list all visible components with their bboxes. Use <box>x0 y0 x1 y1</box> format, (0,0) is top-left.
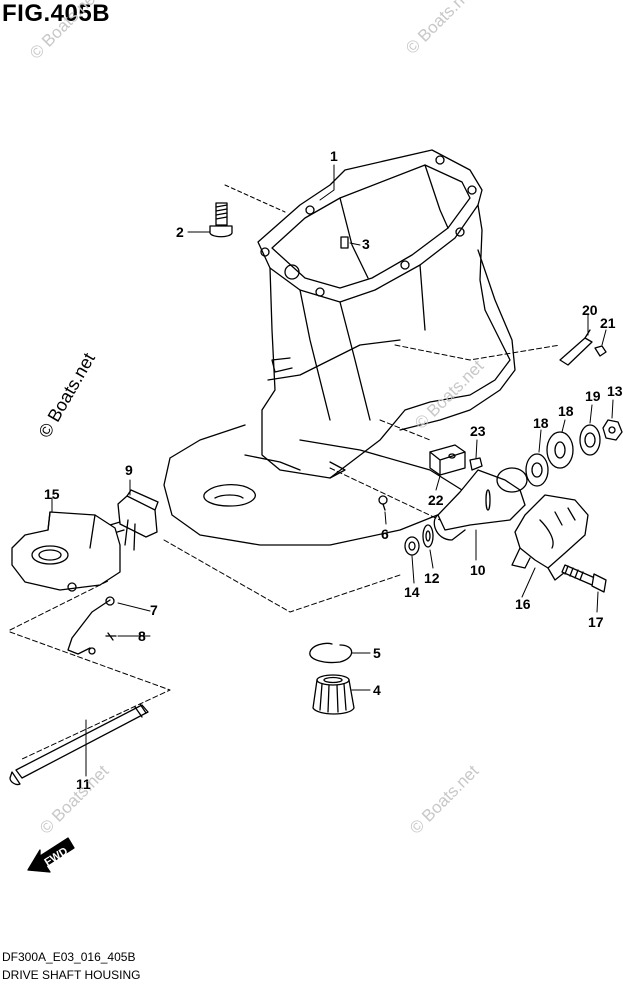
callout-9: 9 <box>125 462 133 478</box>
stopper-part-16 <box>511 494 589 581</box>
nut-part-13 <box>602 419 623 441</box>
callout-8: 8 <box>138 628 146 644</box>
callout-11: 11 <box>76 776 91 792</box>
screw-part-21 <box>594 345 607 357</box>
bracket-part-15 <box>11 511 121 592</box>
washer-part-19 <box>579 424 601 456</box>
callout-23: 23 <box>470 423 486 439</box>
screw-part-23 <box>469 457 483 471</box>
drive-shaft-housing <box>163 149 516 546</box>
callout-3: 3 <box>362 236 370 252</box>
callout-15: 15 <box>44 486 60 502</box>
forward-arrow: FWD <box>27 837 75 873</box>
callout-17: 17 <box>588 614 604 630</box>
bushing-part-4 <box>312 674 355 715</box>
leader-lines <box>9 164 614 777</box>
washer-part-14 <box>404 536 420 556</box>
callout-19: 19 <box>585 388 601 404</box>
cover-part-9 <box>109 489 159 551</box>
callout-7: 7 <box>150 602 158 618</box>
callout-12: 12 <box>424 570 440 586</box>
callout-18a: 18 <box>533 415 549 431</box>
callout-16: 16 <box>515 596 531 612</box>
clip-part-20 <box>559 329 593 366</box>
footer-caption: DRIVE SHAFT HOUSING <box>2 968 141 982</box>
callout-6: 6 <box>381 526 389 542</box>
pad-part-22 <box>429 444 466 476</box>
bolt-part-17 <box>561 564 607 593</box>
washer-part-18 <box>546 431 574 469</box>
wire-part-7 <box>67 596 117 655</box>
callout-5: 5 <box>373 645 381 661</box>
callout-18b: 18 <box>558 403 574 419</box>
screw-part-6 <box>378 495 388 511</box>
callout-20: 20 <box>582 302 598 318</box>
callout-21: 21 <box>600 315 616 331</box>
callout-14: 14 <box>404 584 420 600</box>
mount-part-10 <box>433 467 528 541</box>
washer-part-12 <box>422 524 434 548</box>
callout-22: 22 <box>428 492 444 508</box>
circlip-part-5 <box>309 642 353 664</box>
footer-code: DF300A_E03_016_405B <box>2 950 136 964</box>
shaft-part-11 <box>9 703 149 786</box>
bolt-part-2 <box>209 202 233 238</box>
callout-10: 10 <box>470 562 486 578</box>
callout-13: 13 <box>607 383 623 399</box>
callout-2: 2 <box>176 224 184 240</box>
figure-title: FIG.405B <box>2 0 111 27</box>
washer-part-18b <box>525 453 549 487</box>
callout-1: 1 <box>330 148 338 164</box>
dowel-pin-part-3 <box>340 236 349 249</box>
callout-4: 4 <box>373 682 381 698</box>
